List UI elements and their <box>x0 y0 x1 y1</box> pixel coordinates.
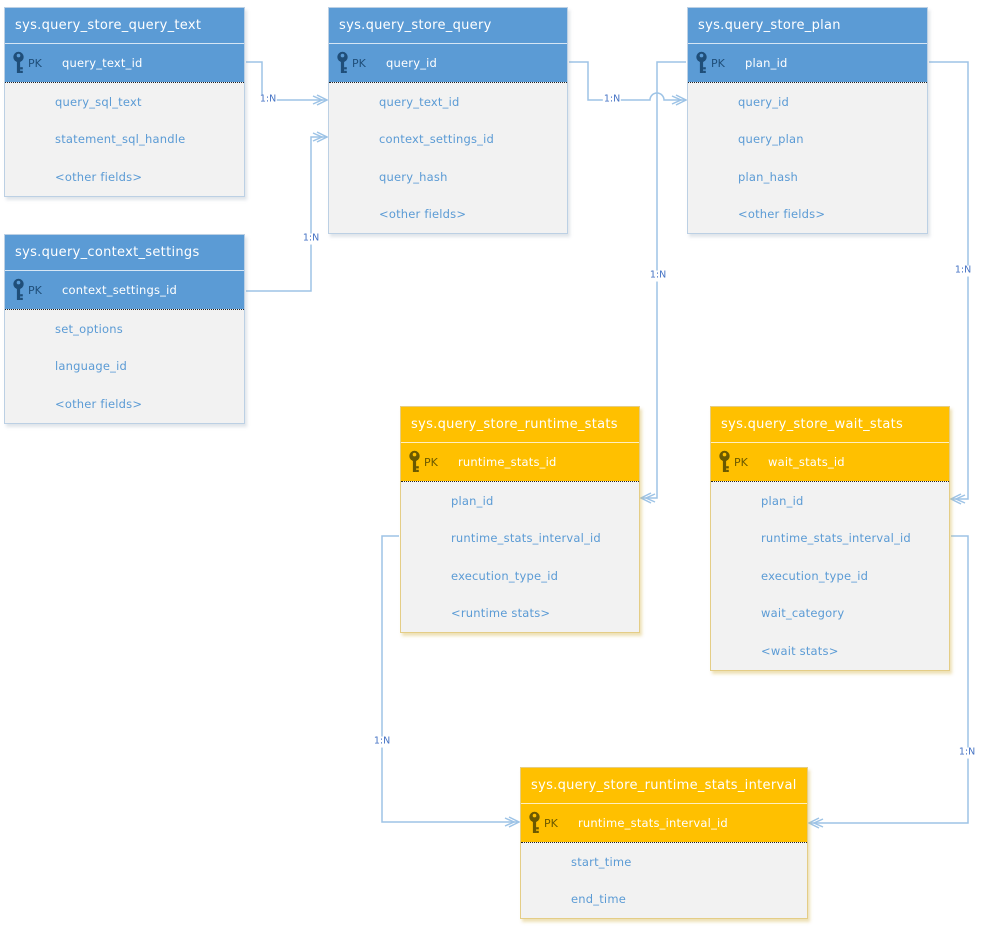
arrowhead-many-icon <box>949 493 962 505</box>
key-icon <box>718 450 734 474</box>
key-icon <box>408 450 424 474</box>
arrowhead-many-icon <box>807 817 820 829</box>
arrowhead-many-icon <box>954 494 966 504</box>
cardinality-label: 1:N <box>648 269 668 282</box>
field-row: <other fields> <box>55 396 143 411</box>
table-fields: start_time end_time <box>521 842 807 918</box>
pk-badge: PK <box>28 56 42 70</box>
key-icon <box>528 811 544 835</box>
field-row: <other fields> <box>55 169 143 184</box>
arrowhead-many-icon <box>671 95 683 105</box>
pk-field-name: runtime_stats_id <box>458 455 557 469</box>
arrowhead-many-icon <box>639 492 652 504</box>
cardinality-label: 1:N <box>258 93 278 106</box>
pk-field-name: runtime_stats_interval_id <box>578 816 728 830</box>
field-row: wait_category <box>761 606 845 621</box>
field-row: language_id <box>55 359 127 374</box>
field-row: plan_id <box>451 493 494 508</box>
table-title: sys.query_store_query_text <box>5 8 244 44</box>
primary-key-row: PK runtime_stats_interval_id <box>521 804 807 842</box>
arrowhead-many-icon <box>644 493 656 503</box>
table-fields: set_options language_id <other fields> <box>5 309 244 423</box>
key-icon <box>12 51 28 75</box>
primary-key-row: PK query_text_id <box>5 44 244 82</box>
field-row: end_time <box>571 892 626 907</box>
field-row: execution_type_id <box>451 568 559 583</box>
primary-key-row: PK context_settings_id <box>5 271 244 309</box>
table-fields: plan_id runtime_stats_interval_id executio… <box>401 481 639 632</box>
relationship-connector-fk_query <box>569 61 686 101</box>
field-row: query_text_id <box>379 94 460 109</box>
table-title: sys.query_store_wait_stats <box>711 407 949 443</box>
field-row: <wait stats> <box>761 643 839 658</box>
primary-key-row: PK query_id <box>329 44 567 82</box>
field-row: set_options <box>55 321 123 336</box>
field-row: runtime_stats_interval_id <box>761 531 911 546</box>
pk-badge: PK <box>544 816 558 830</box>
pk-badge: PK <box>711 56 725 70</box>
pk-badge: PK <box>734 455 748 469</box>
primary-key-row: PK plan_id <box>688 44 927 82</box>
table-fields: query_text_id context_settings_id query_ha… <box>329 82 567 233</box>
field-row: query_plan <box>738 132 804 147</box>
arrowhead-many-icon <box>316 94 329 106</box>
cardinality-label: 1:N <box>372 735 392 748</box>
table-fields: query_id query_plan plan_hash <other fields… <box>688 82 927 233</box>
pk-field-name: wait_stats_id <box>768 455 845 469</box>
field-row: <other fields> <box>379 207 467 222</box>
table-fields: plan_id runtime_stats_interval_id executio… <box>711 481 949 670</box>
relationship-connector-fk_context_settings <box>246 136 327 292</box>
pk-field-name: query_id <box>386 56 438 70</box>
table-title: sys.query_store_runtime_stats_interval <box>521 768 807 804</box>
pk-badge: PK <box>424 455 438 469</box>
cardinality-label: 1:N <box>957 746 977 759</box>
key-icon <box>12 278 28 302</box>
field-row: context_settings_id <box>379 132 494 147</box>
table-title: sys.query_store_runtime_stats <box>401 407 639 443</box>
primary-key-row: PK runtime_stats_id <box>401 443 639 481</box>
table-title: sys.query_store_plan <box>688 8 927 44</box>
field-row: <runtime stats> <box>451 606 551 621</box>
arrowhead-many-icon <box>316 131 329 143</box>
primary-key-row: PK wait_stats_id <box>711 443 949 481</box>
field-row: plan_id <box>761 493 804 508</box>
pk-badge: PK <box>352 56 366 70</box>
cardinality-label: 1:N <box>953 264 973 277</box>
field-row: <other fields> <box>738 207 826 222</box>
field-row: query_sql_text <box>55 94 142 109</box>
table-fields: query_sql_text statement_sql_handle <other… <box>5 82 244 196</box>
arrowhead-many-icon <box>675 94 688 106</box>
cardinality-label: 1:N <box>301 232 321 245</box>
cardinality-label: 1:N <box>602 93 622 106</box>
field-row: execution_type_id <box>761 568 869 583</box>
key-icon <box>695 51 711 75</box>
pk-field-name: context_settings_id <box>62 283 177 297</box>
arrowhead-many-icon <box>312 95 324 105</box>
pk-field-name: plan_id <box>745 56 788 70</box>
pk-field-name: query_text_id <box>62 56 143 70</box>
field-row: start_time <box>571 854 632 869</box>
arrowhead-many-icon <box>312 132 324 142</box>
table-title: sys.query_store_query <box>329 8 567 44</box>
arrowhead-many-icon <box>812 818 824 828</box>
field-row: query_id <box>738 94 790 109</box>
key-icon <box>336 51 352 75</box>
field-row: statement_sql_handle <box>55 132 186 147</box>
arrowhead-many-icon <box>508 816 521 828</box>
arrowhead-many-icon <box>504 817 516 827</box>
field-row: plan_hash <box>738 169 798 184</box>
field-row: query_hash <box>379 169 448 184</box>
table-title: sys.query_context_settings <box>5 235 244 271</box>
field-row: runtime_stats_interval_id <box>451 531 601 546</box>
pk-badge: PK <box>28 283 42 297</box>
